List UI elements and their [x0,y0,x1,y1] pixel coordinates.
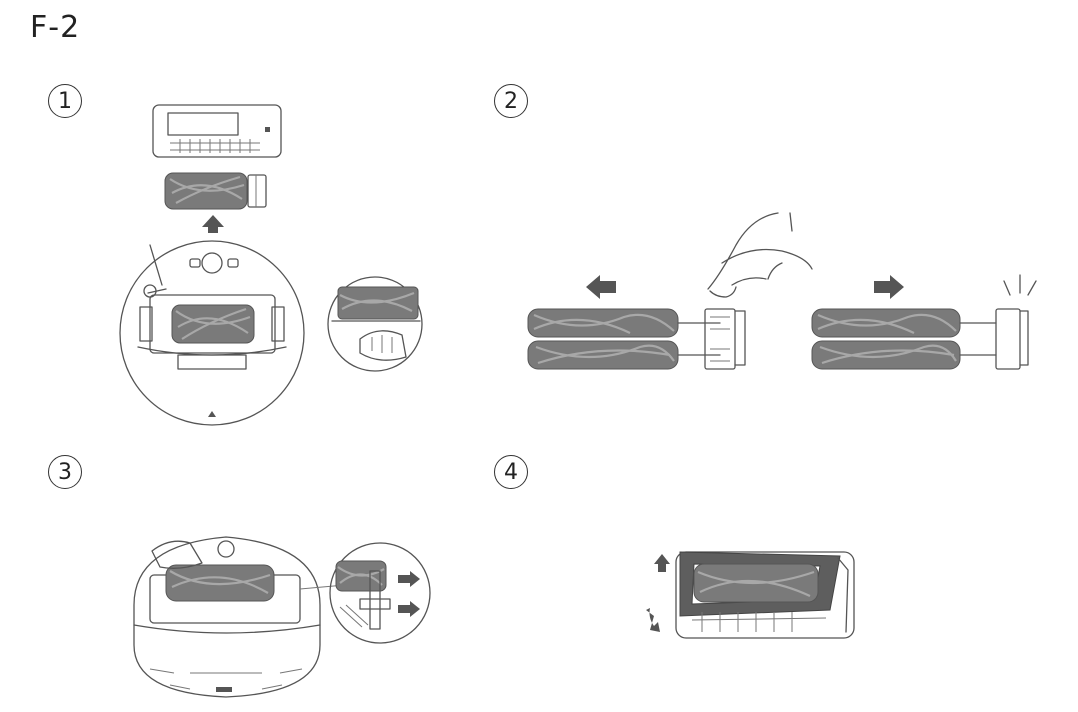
step-1-illustration [119,104,423,426]
up-arrow-icon [654,554,670,572]
up-arrow-icon [202,215,224,233]
step-3-illustration [133,536,431,698]
step-2-illustration [527,212,1037,370]
down-arrow-icon [646,608,660,632]
robot-side-view-image [133,536,321,698]
brush-rollers-left-image [527,308,746,370]
brush-cover-image [152,104,282,158]
step-number-1: 1 [48,84,82,118]
zoom-detail-image [329,542,431,644]
step-number-4: 4 [494,455,528,489]
hand-image [707,212,813,298]
brush-roller-image [164,172,267,210]
right-arrow-icon [874,275,904,299]
step-number-3: 3 [48,455,82,489]
step-4-illustration [646,551,855,639]
robot-underside-image [119,240,305,426]
brush-rollers-right-image [811,274,1037,370]
zoom-detail-image [327,276,423,372]
left-arrow-icon [586,275,616,299]
step-number-2: 2 [494,84,528,118]
page-title: F-2 [30,10,81,45]
brush-cover-tilted-image [675,551,855,639]
